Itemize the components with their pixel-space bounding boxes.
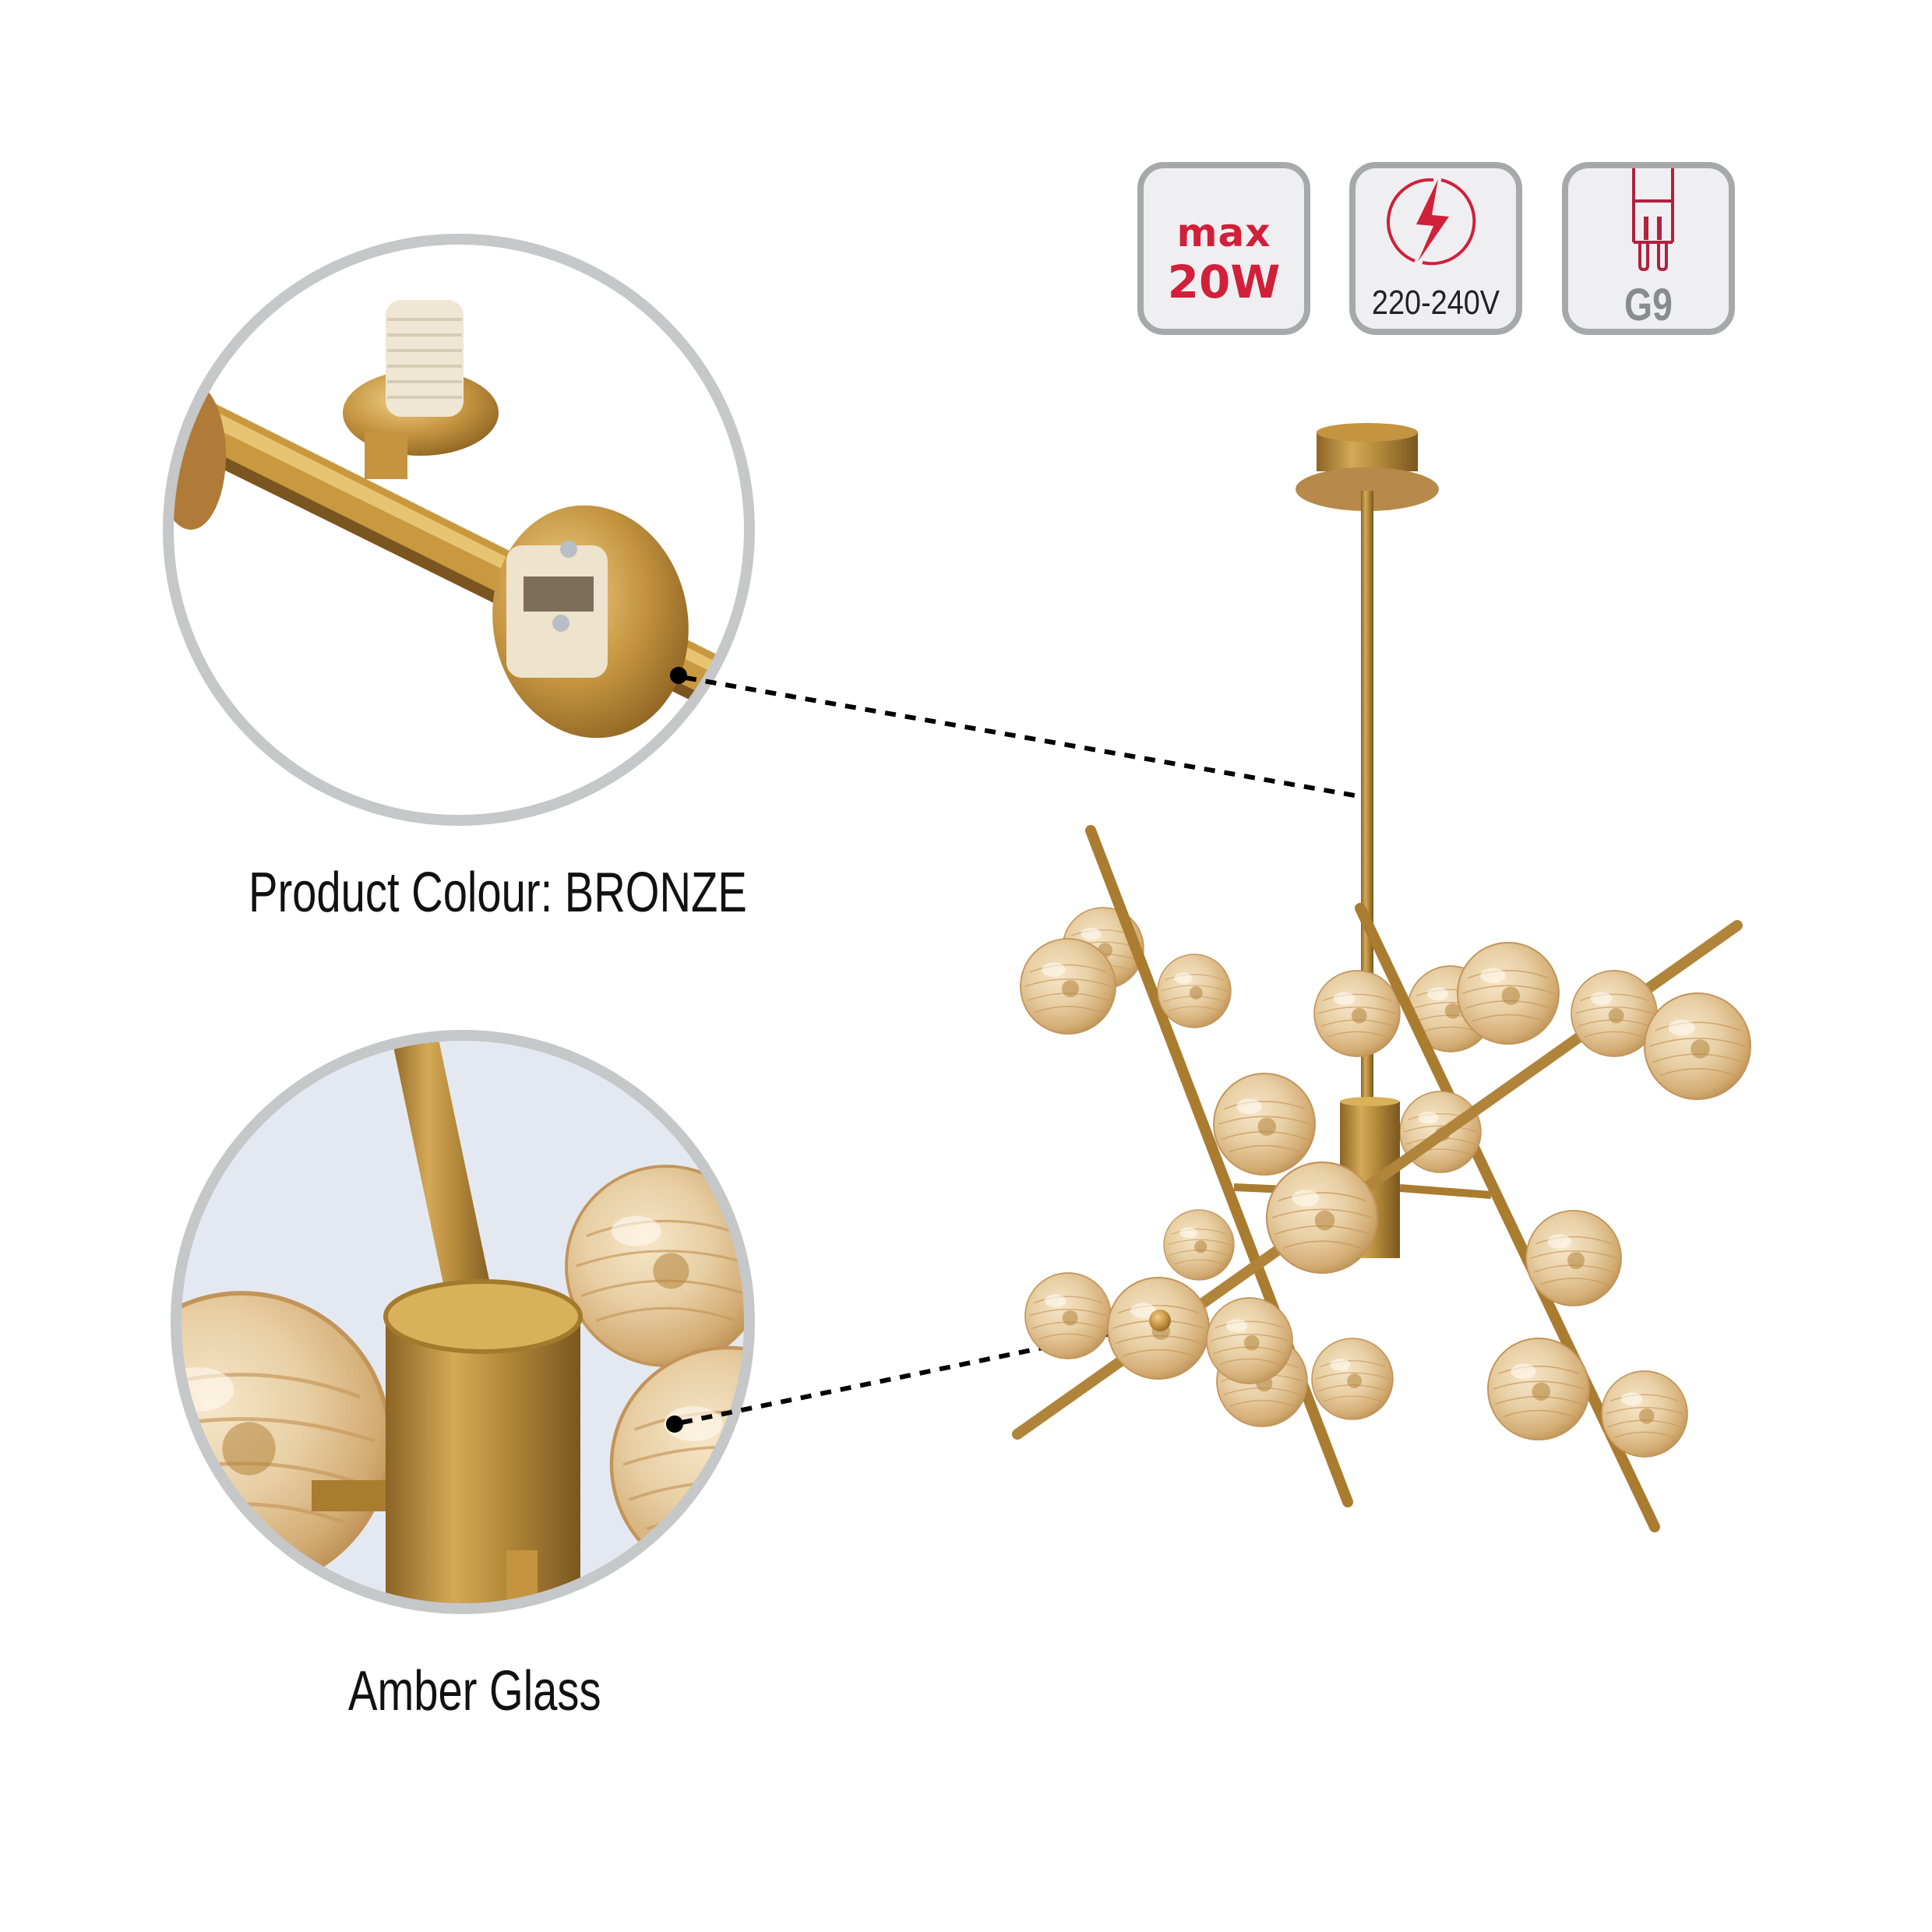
bronze-detail-circle [163, 234, 755, 826]
voltage-label: 220-240V [1371, 284, 1500, 322]
callout-line-colour [670, 667, 1364, 799]
max-wattage-badge: max 20W [1137, 162, 1310, 335]
g9-bulb-icon [1632, 168, 1674, 272]
amber-glass-detail-circle [171, 1030, 755, 1614]
bulb-type-label: G9 [1624, 280, 1673, 330]
product-colour-caption: Product Colour: BRONZE [249, 862, 747, 924]
chandelier [1017, 423, 1750, 1532]
amber-glass-caption: Amber Glass [348, 1660, 601, 1722]
lightning-bolt-in-circle-icon [1387, 178, 1476, 266]
max-label: max [1176, 210, 1271, 256]
wattage-label: 20W [1167, 256, 1281, 308]
voltage-badge: 220-240V [1349, 162, 1522, 335]
callout-line-glass [666, 1328, 1126, 1433]
bulb-type-badge: G9 [1562, 162, 1735, 335]
